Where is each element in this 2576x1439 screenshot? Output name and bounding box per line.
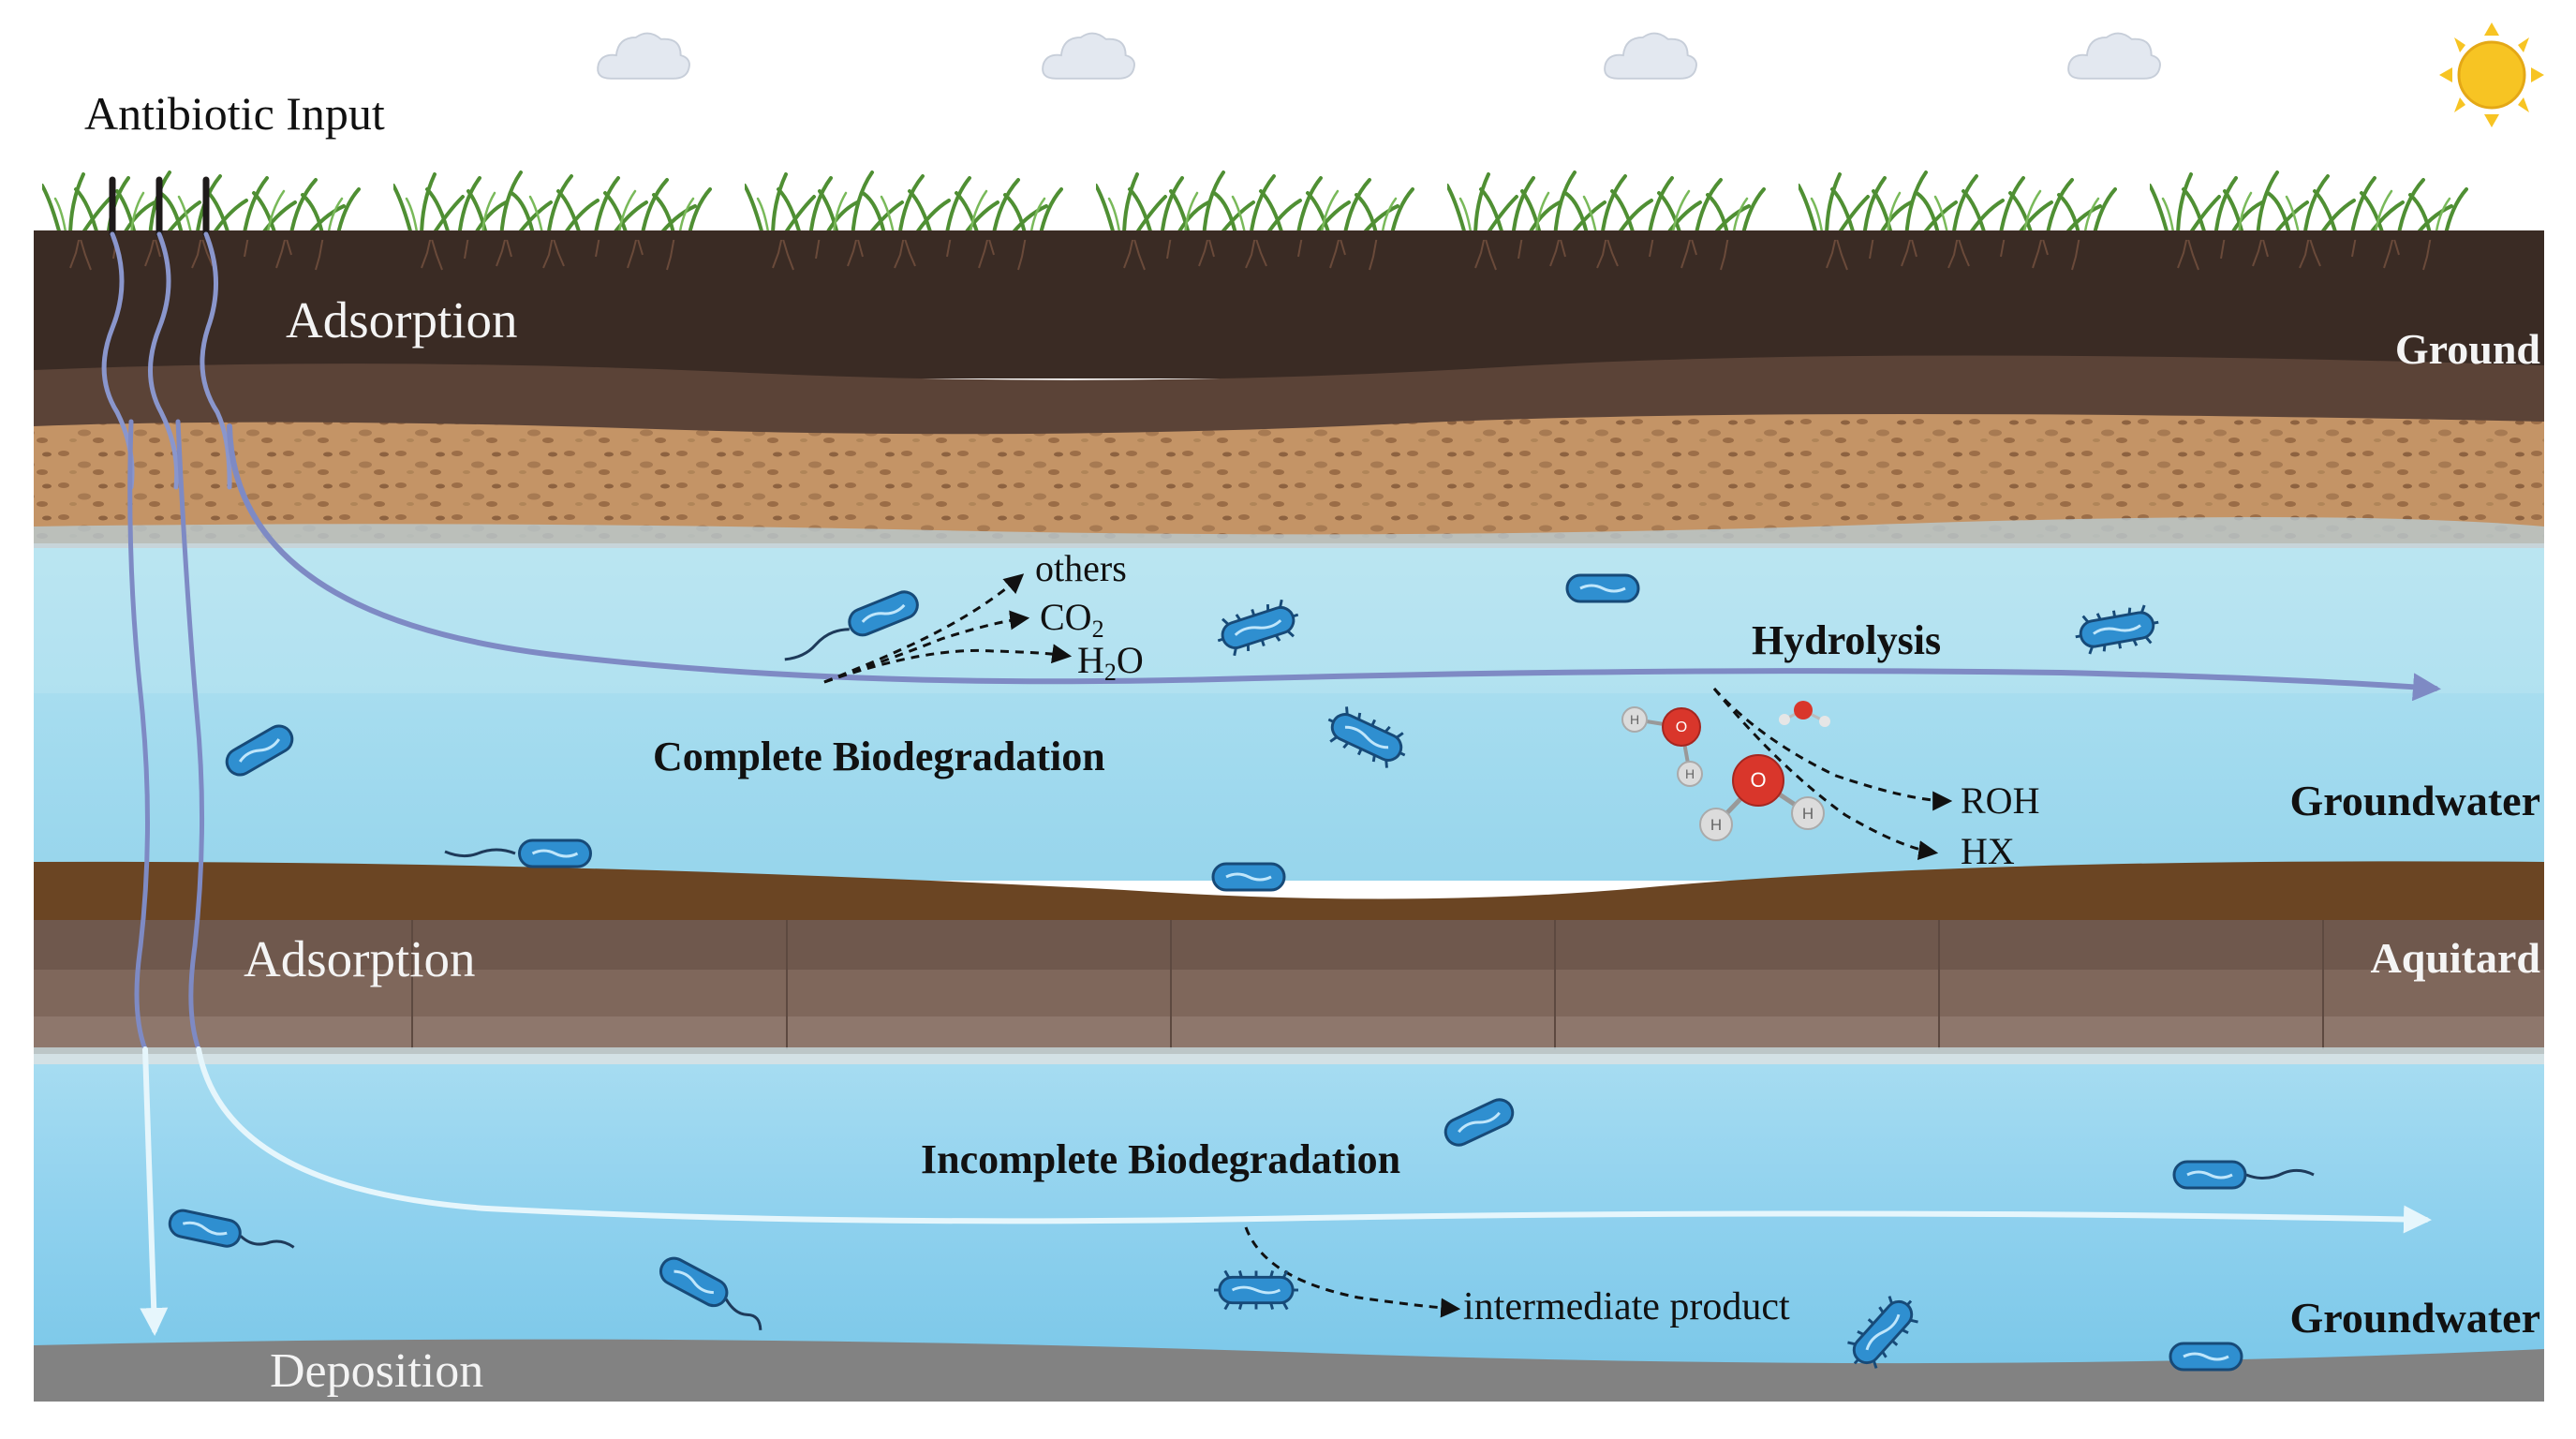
bacteria-group: [166, 573, 2315, 1378]
svg-text:H: H: [1685, 766, 1695, 781]
adsorption-top-label: Adsorption: [286, 291, 518, 349]
roh-label: ROH: [1961, 779, 2039, 822]
deposition-label: Deposition: [270, 1344, 483, 1398]
adsorption-bottom-label: Adsorption: [244, 930, 476, 987]
complete-biodegradation-label: Complete Biodegradation: [653, 734, 1105, 779]
deposition-layer: [34, 1339, 2544, 1405]
bacteria-icon: [444, 838, 593, 868]
incomplete-biodegradation-label: Incomplete Biodegradation: [921, 1136, 1400, 1182]
aquitard-label: Aquitard: [2371, 934, 2541, 982]
water-molecule-icon: O H H: [1621, 706, 1703, 787]
svg-text:O: O: [1676, 720, 1687, 735]
antibiotic-flow-lines: [101, 176, 2441, 1336]
bacteria-icon: [2169, 1342, 2243, 1372]
co2-label: CO2: [1040, 596, 1104, 643]
bacteria-icon: [1565, 573, 1640, 603]
water-molecule-icon: [1779, 701, 1830, 727]
hydrolysis-label: Hydrolysis: [1752, 617, 1941, 663]
ground-layer: [34, 236, 2544, 553]
groundwater-upper-label: Groundwater: [2290, 777, 2541, 824]
groundwater-lower-label: Groundwater: [2290, 1294, 2541, 1342]
bacteria-icon: [1211, 862, 1286, 892]
h2o-label: H2O: [1077, 639, 1144, 686]
hx-label: HX: [1961, 830, 2015, 872]
ground-label: Ground: [2395, 325, 2541, 373]
svg-text:H: H: [1802, 805, 1814, 823]
water-molecule-icon: O H H: [1699, 754, 1825, 841]
svg-text:O: O: [1750, 768, 1766, 792]
svg-text:H: H: [1630, 712, 1639, 727]
aquitard-layer: [34, 861, 2544, 1068]
bacteria-icon: [784, 586, 924, 661]
bacteria-icon: [2172, 1160, 2315, 1190]
antibiotic-input-label: Antibiotic Input: [84, 87, 385, 140]
reaction-arrows: [823, 573, 1953, 1318]
sky: [0, 0, 2576, 239]
intermediate-product-label: intermediate product: [1463, 1285, 1790, 1328]
bacteria-icon: [655, 1252, 762, 1330]
grass-icon: [34, 171, 2544, 271]
others-label: others: [1035, 547, 1127, 589]
sun-icon: [2439, 22, 2544, 127]
upper-groundwater-layer: [34, 548, 2544, 881]
bacteria-icon: [166, 1207, 295, 1251]
svg-text:H: H: [1710, 816, 1722, 834]
